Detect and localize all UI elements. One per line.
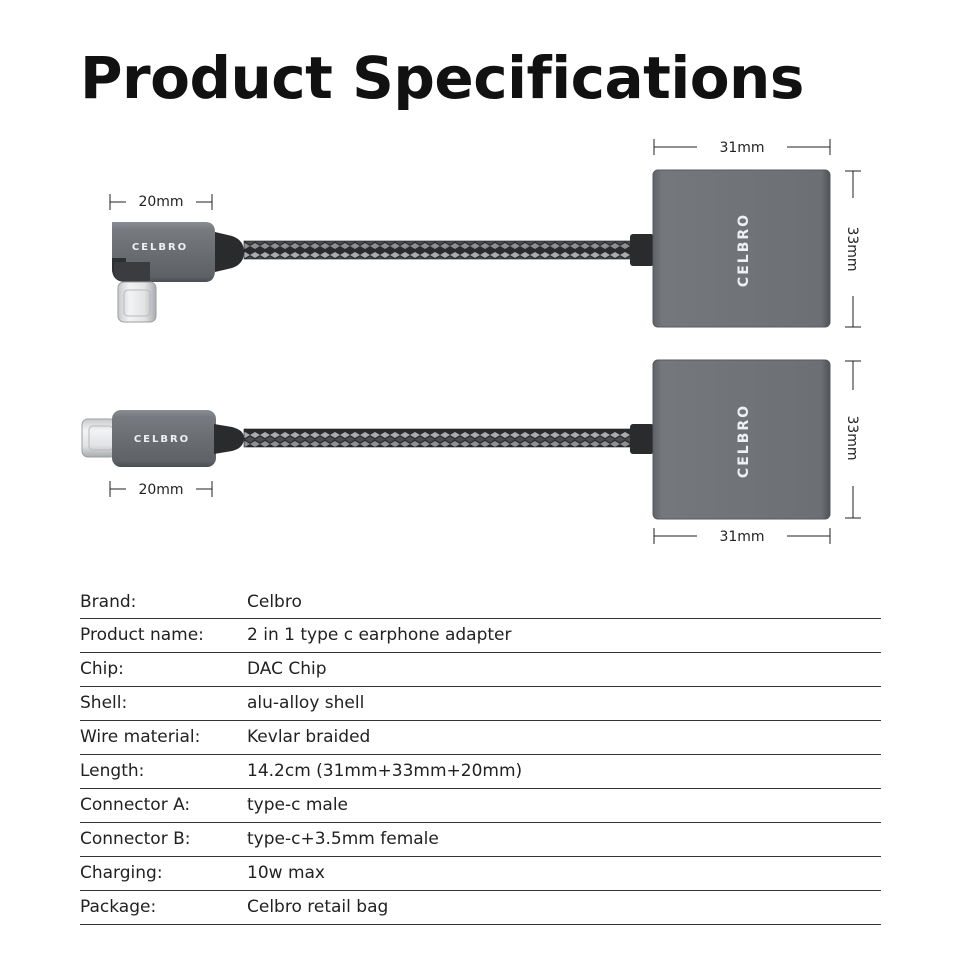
dac-box-bottom xyxy=(652,359,831,520)
spec-value: 10w max xyxy=(247,863,325,883)
spec-value: 2 in 1 type c earphone adapter xyxy=(247,625,512,645)
spec-key: Length: xyxy=(80,761,145,781)
spec-table: Brand: Celbro Product name: 2 in 1 type … xyxy=(80,586,881,925)
dim-label-top-plug: 20mm xyxy=(138,194,183,210)
logo-top-plug: CELBRO xyxy=(132,242,188,253)
spec-value: DAC Chip xyxy=(247,659,327,679)
top-adapter: 20mm CELBRO CELBRO 31mm xyxy=(109,139,861,328)
spec-value: Celbro xyxy=(247,592,302,612)
dimension-bottom-box-height: 33mm xyxy=(844,360,861,519)
spec-row-wire-material: Wire material: Kevlar braided xyxy=(80,721,881,755)
spec-row-length: Length: 14.2cm (31mm+33mm+20mm) xyxy=(80,755,881,789)
spec-key: Package: xyxy=(80,897,157,917)
spec-key: Product name: xyxy=(80,625,204,645)
bottom-adapter: CELBRO CELBRO 20mm 31mm xyxy=(81,359,861,545)
spec-row-connector-b: Connector B: type-c+3.5mm female xyxy=(80,823,881,857)
dimension-bottom-plug: 20mm xyxy=(109,481,213,498)
spec-row-charging: Charging: 10w max xyxy=(80,857,881,891)
dim-label-top-box-width: 31mm xyxy=(719,140,764,156)
spec-row-product-name: Product name: 2 in 1 type c earphone ada… xyxy=(80,619,881,653)
braided-cable-top xyxy=(244,241,636,259)
spec-value: Celbro retail bag xyxy=(247,897,389,917)
dimension-top-box-width: 31mm xyxy=(653,139,831,156)
spec-row-chip: Chip: DAC Chip xyxy=(80,653,881,687)
braided-cable-bottom xyxy=(244,429,636,447)
spec-value: alu-alloy shell xyxy=(247,693,365,713)
logo-bottom-plug: CELBRO xyxy=(134,434,190,445)
spec-key: Connector B: xyxy=(80,829,191,849)
spec-value: Kevlar braided xyxy=(247,727,371,747)
dac-box-top xyxy=(652,169,831,328)
dim-label-top-box-height: 33mm xyxy=(844,226,860,271)
spec-key: Charging: xyxy=(80,863,163,883)
dim-label-bottom-box-width: 31mm xyxy=(719,529,764,545)
spec-value: type-c male xyxy=(247,795,349,815)
page-title: Product Specifications xyxy=(80,44,804,112)
spec-row-package: Package: Celbro retail bag xyxy=(80,891,881,925)
spec-value: 14.2cm (31mm+33mm+20mm) xyxy=(247,761,523,781)
dim-label-bottom-box-height: 33mm xyxy=(844,415,860,460)
dimension-bottom-box-width: 31mm xyxy=(653,528,831,545)
spec-key: Wire material: xyxy=(80,727,201,747)
spec-row-brand: Brand: Celbro xyxy=(80,586,881,619)
logo-top-box: CELBRO xyxy=(736,213,752,287)
spec-key: Chip: xyxy=(80,659,124,679)
dimension-top-box-height: 33mm xyxy=(844,170,861,328)
spec-row-connector-a: Connector A: type-c male xyxy=(80,789,881,823)
spec-row-shell: Shell: alu-alloy shell xyxy=(80,687,881,721)
logo-bottom-box: CELBRO xyxy=(736,404,752,478)
dim-label-bottom-plug: 20mm xyxy=(138,482,183,498)
dimension-top-plug: 20mm xyxy=(109,194,213,210)
spec-key: Connector A: xyxy=(80,795,191,815)
spec-key: Brand: xyxy=(80,592,137,612)
product-illustration: 20mm CELBRO CELBRO 31mm xyxy=(81,139,861,545)
spec-key: Shell: xyxy=(80,693,128,713)
spec-value: type-c+3.5mm female xyxy=(247,829,439,849)
